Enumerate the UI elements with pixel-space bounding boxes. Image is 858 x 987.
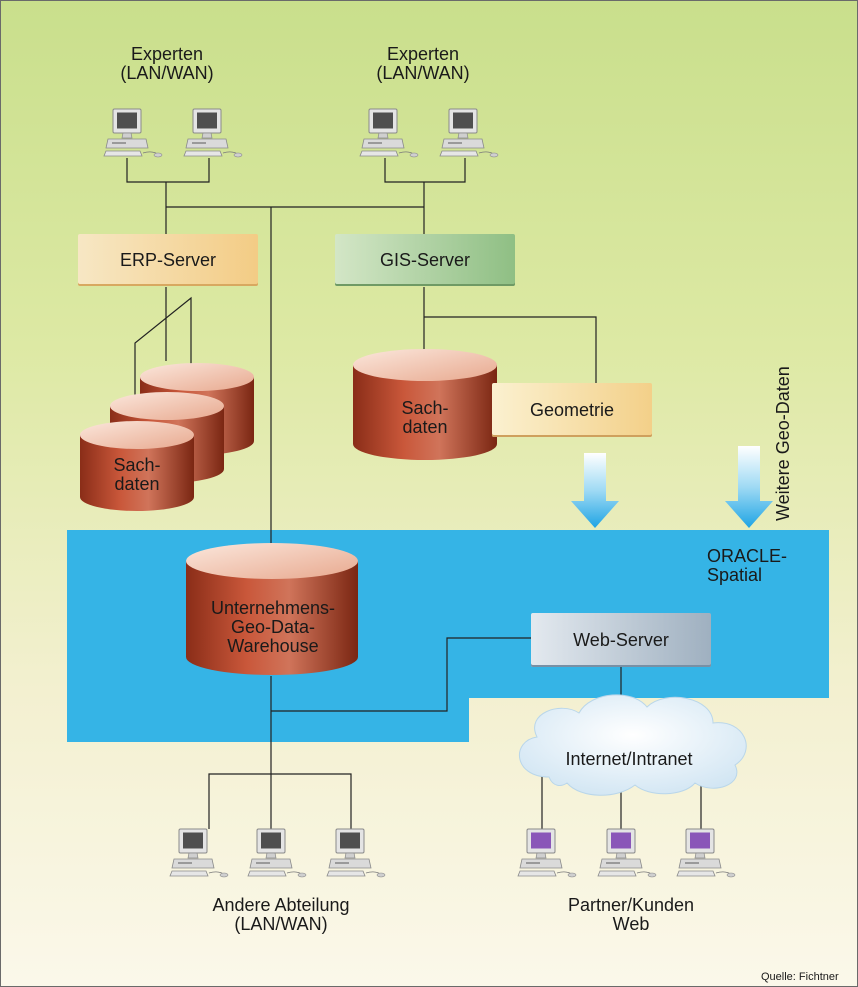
partner-computer-icon — [517, 828, 577, 878]
expert-computer-icon — [439, 108, 499, 158]
expert-computer-icon — [103, 108, 163, 158]
erp-sachdaten-label: Sach- daten — [113, 455, 161, 494]
gis-server-box: GIS-Server — [335, 234, 515, 286]
experts-left-label: Experten (LAN/WAN) — [120, 44, 214, 83]
gis-sachdaten-label: Sach- daten — [401, 398, 449, 437]
gis-database-cylinder — [353, 349, 497, 460]
geometrie-box: Geometrie — [492, 383, 652, 437]
partners-label: Partner/Kunden Web — [567, 895, 695, 934]
oracle-spatial-label: ORACLE- Spatial — [707, 546, 788, 585]
warehouse-label: Unternehmens- Geo-Data- Warehouse — [210, 598, 336, 656]
department-computer-icon — [326, 828, 386, 878]
warehouse-cylinder — [186, 543, 358, 675]
erp-server-box: ERP-Server — [78, 234, 258, 286]
network-lines — [126, 158, 702, 829]
internet-intranet-label: Internet/Intranet — [565, 749, 693, 769]
other-department-label: Andere Abteilung (LAN/WAN) — [212, 895, 350, 934]
down-arrow-icon — [725, 446, 773, 528]
expert-computer-icon — [183, 108, 243, 158]
department-computer-icon — [169, 828, 229, 878]
experts-right-label: Experten (LAN/WAN) — [376, 44, 470, 83]
partner-computer-icon — [676, 828, 736, 878]
partner-computer-icon — [597, 828, 657, 878]
erp-database-stack — [80, 363, 254, 511]
department-computer-icon — [247, 828, 307, 878]
expert-computer-icon — [359, 108, 419, 158]
weitere-geo-daten-label: Weitere Geo-Daten — [773, 366, 793, 521]
web-server-box: Web-Server — [531, 613, 711, 667]
down-arrow-icon — [571, 453, 619, 528]
internet-cloud-icon — [519, 694, 747, 796]
source-label: Quelle: Fichtner — [761, 971, 839, 983]
